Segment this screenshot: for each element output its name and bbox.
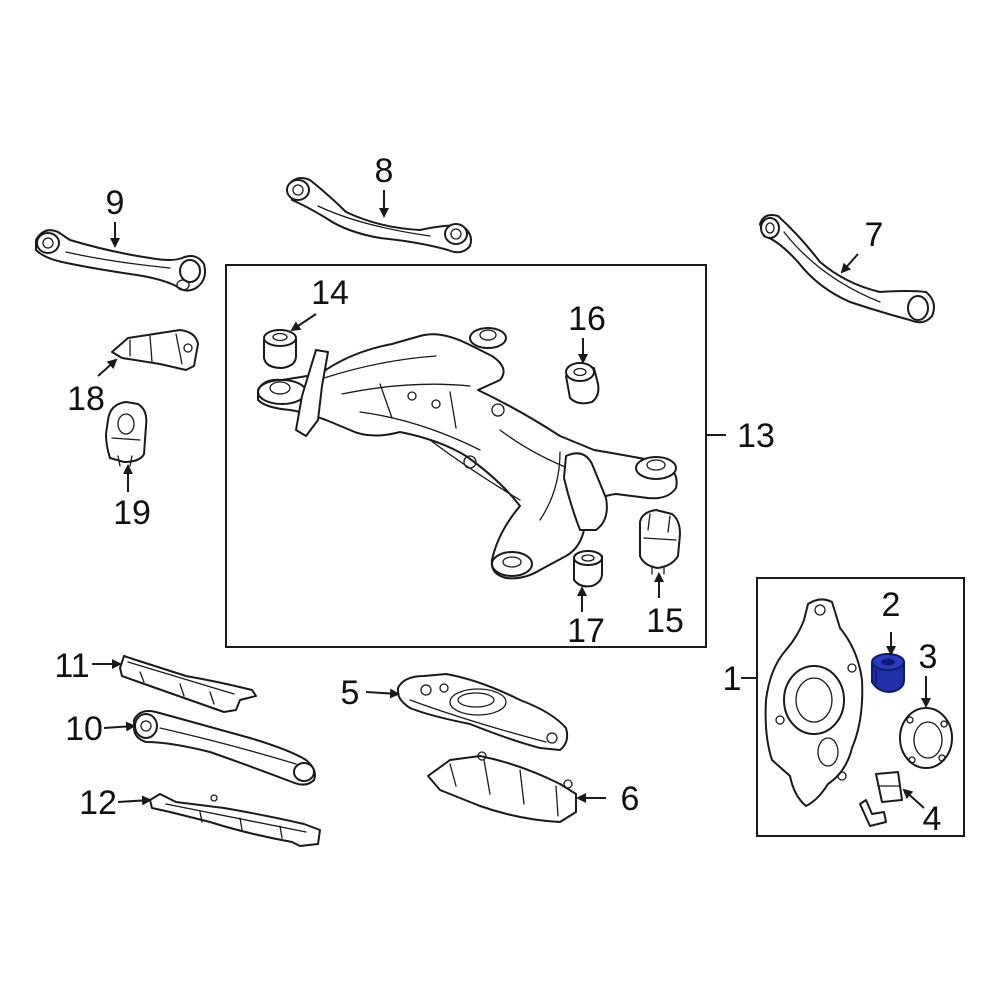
part-17-bushing[interactable] <box>573 550 603 588</box>
part-9-control-arm[interactable] <box>35 229 206 292</box>
callout-6: 6 <box>621 780 640 818</box>
callout-8: 8 <box>375 152 394 190</box>
callout-15: 15 <box>646 602 684 640</box>
part-4-bracket[interactable] <box>859 771 903 827</box>
callout-4: 4 <box>923 800 942 838</box>
leader-arrows <box>92 190 931 809</box>
callout-5: 5 <box>341 674 360 712</box>
callout-14: 14 <box>311 274 349 312</box>
part-5-lower-arm[interactable] <box>397 673 569 751</box>
part-2-bushing[interactable] <box>871 653 905 694</box>
part-3-hub-bearing[interactable] <box>899 707 953 769</box>
knuckle-group-frame <box>756 577 965 837</box>
callout-labels: 9 8 7 14 16 18 13 19 17 15 2 3 1 11 5 10… <box>54 152 941 838</box>
callout-3: 3 <box>919 638 938 676</box>
callout-2: 2 <box>882 586 901 624</box>
part-16-bushing[interactable] <box>565 362 600 405</box>
callout-1: 1 <box>723 660 742 698</box>
part-19-mount[interactable] <box>105 401 148 467</box>
callout-19: 19 <box>113 494 151 532</box>
callout-12: 12 <box>79 784 117 822</box>
part-11-shield[interactable] <box>119 655 257 713</box>
callout-7: 7 <box>865 216 884 254</box>
part-7-control-arm[interactable] <box>759 214 935 324</box>
callout-13: 13 <box>737 417 775 455</box>
part-12-shield[interactable] <box>149 793 321 847</box>
part-8-control-arm[interactable] <box>286 177 472 254</box>
part-15-mount[interactable] <box>639 509 681 575</box>
part-18-bracket[interactable] <box>111 329 199 371</box>
callout-10: 10 <box>65 710 103 748</box>
callout-18: 18 <box>67 380 105 418</box>
callout-17: 17 <box>567 612 605 650</box>
part-13-subframe[interactable] <box>257 327 678 580</box>
callout-16: 16 <box>568 300 606 338</box>
part-10-trailing-arm[interactable] <box>133 710 316 786</box>
callout-11: 11 <box>54 647 89 685</box>
part-6-cover[interactable] <box>427 751 577 823</box>
part-1-knuckle[interactable] <box>764 598 864 807</box>
part-14-bushing[interactable] <box>263 329 297 369</box>
callout-9: 9 <box>106 184 125 222</box>
subframe-group-frame <box>225 264 707 648</box>
